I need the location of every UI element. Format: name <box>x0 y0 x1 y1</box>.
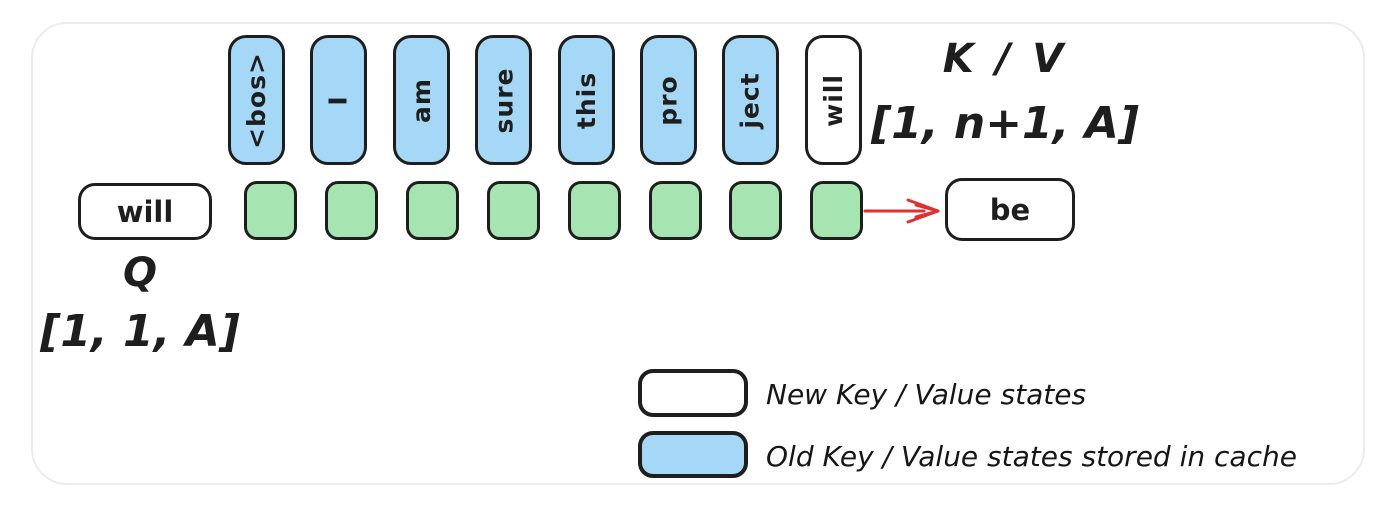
attention-state-cell <box>568 181 621 240</box>
attention-state-cell <box>244 181 297 240</box>
attention-state-cell <box>325 181 378 240</box>
query-token-label: will <box>116 194 174 229</box>
legend-new-label: New Key / Value states <box>766 378 1087 411</box>
kv-token-label: <bos> <box>242 51 272 149</box>
cached-kv-token-box: ject <box>722 35 779 165</box>
attention-state-cell <box>729 181 782 240</box>
output-arrow-icon <box>863 198 940 224</box>
kv-token-label: sure <box>489 67 518 133</box>
legend-new-swatch <box>638 369 748 417</box>
kv-token-label: will <box>819 73 848 127</box>
kv-token-label: ject <box>736 71 766 129</box>
cached-kv-token-box: <bos> <box>228 35 285 165</box>
kv-token-label: pro <box>654 74 683 126</box>
q-shape-label: [1, 1, A] <box>40 306 240 357</box>
cached-kv-token-box: I <box>310 35 367 165</box>
legend-old-label: Old Key / Value states stored in cache <box>766 440 1297 473</box>
cached-kv-token-box: sure <box>475 35 532 165</box>
kv-shape-label: [1, n+1, A] <box>871 98 1139 149</box>
cached-kv-token-box: am <box>393 35 450 165</box>
kv-token-label: this <box>572 71 602 129</box>
q-label: Q <box>122 250 157 296</box>
attention-state-cell <box>487 181 540 240</box>
attention-state-cell <box>406 181 459 240</box>
cached-kv-token-box: this <box>558 35 615 165</box>
kv-token-label: am <box>406 77 436 123</box>
legend-old-swatch <box>638 431 748 478</box>
output-token-box: be <box>945 178 1075 241</box>
attention-state-cell <box>810 181 863 240</box>
attention-state-cell <box>649 181 702 240</box>
kv-label: K / V <box>942 36 1068 82</box>
output-token-label: be <box>989 192 1031 227</box>
kv-token-label: I <box>324 94 353 106</box>
query-token-box: will <box>78 183 212 240</box>
new-kv-token-box: will <box>805 35 862 165</box>
cached-kv-token-box: pro <box>640 35 697 165</box>
